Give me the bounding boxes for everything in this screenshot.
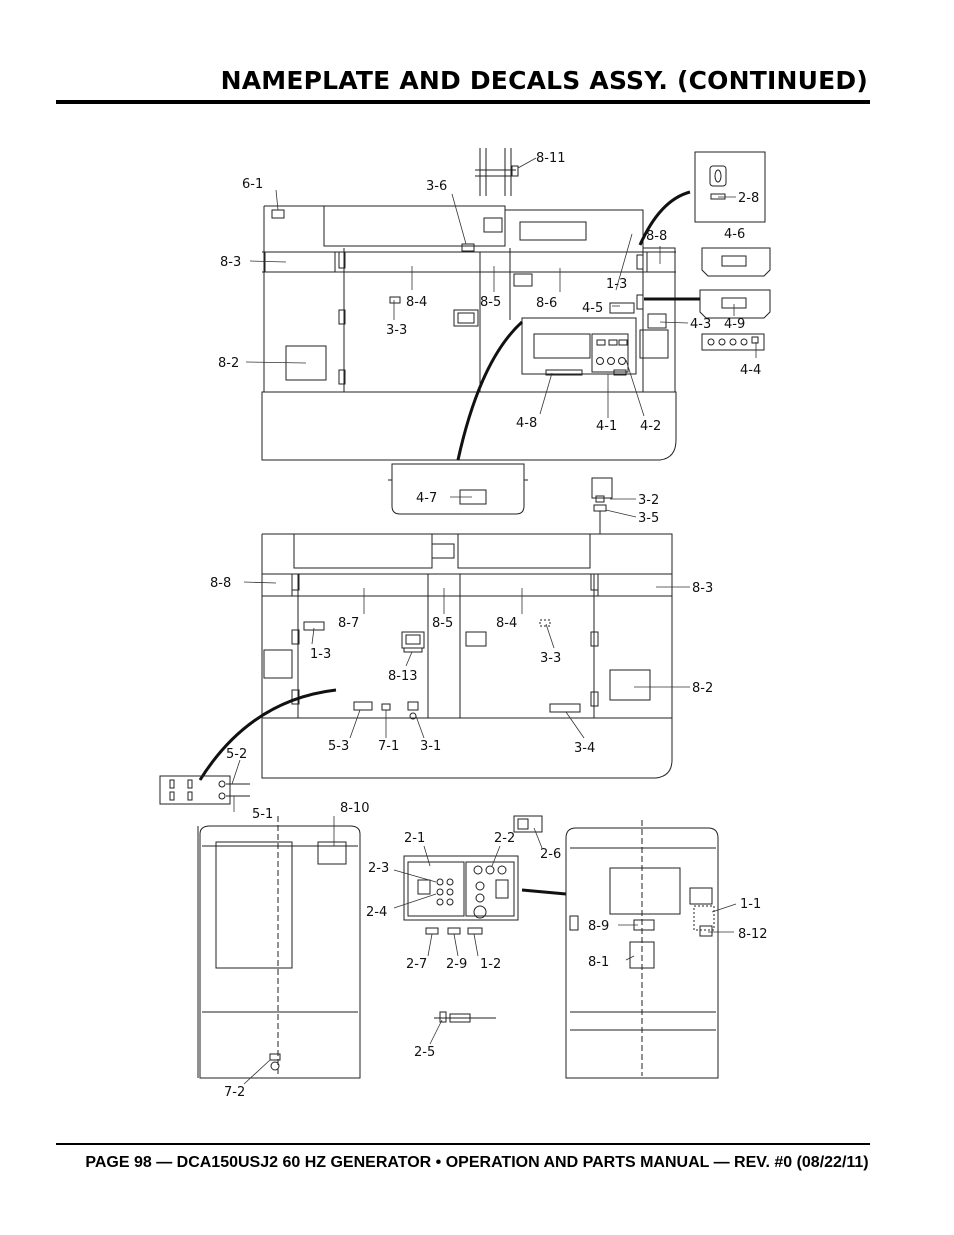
callout-labels-view-2: 8-8 8-7 8-5 8-4 8-3 1-3 3-3 8-13 8-2 5-3… <box>210 576 713 822</box>
callout-8-5: 8-5 <box>480 295 501 310</box>
callout-6-1: 6-1 <box>242 177 263 192</box>
callout-8-8: 8-8 <box>210 576 231 591</box>
header-rule <box>56 100 870 104</box>
callout-2-3: 2-3 <box>368 861 389 876</box>
page-title: NAMEPLATE AND DECALS ASSY. (CONTINUED) <box>220 66 868 95</box>
page-footer: PAGE 98 — DCA150USJ2 60 HZ GENERATOR • O… <box>85 1154 869 1171</box>
callout-8-2: 8-2 <box>218 356 239 371</box>
callout-8-6: 8-6 <box>536 296 557 311</box>
callout-1-3: 1-3 <box>310 647 331 662</box>
footer-rule <box>56 1143 870 1145</box>
callout-8-7: 8-7 <box>338 616 359 631</box>
callout-8-5: 8-5 <box>432 616 453 631</box>
view-2-generator-side <box>198 533 673 781</box>
callout-4-3: 4-3 <box>690 317 711 332</box>
callout-leaders <box>231 157 757 1085</box>
callout-8-4: 8-4 <box>496 616 517 631</box>
callout-4-2: 4-2 <box>640 419 661 434</box>
callout-2-9: 2-9 <box>446 957 467 972</box>
view-1-generator-side <box>261 148 771 461</box>
callout-8-3: 8-3 <box>692 581 713 596</box>
callout-5-1: 5-1 <box>252 807 273 822</box>
callout-4-7: 4-7 <box>416 491 437 506</box>
callout-3-1: 3-1 <box>420 739 441 754</box>
callout-8-2: 8-2 <box>692 681 713 696</box>
callout-3-2: 3-2 <box>638 493 659 508</box>
callout-7-1: 7-1 <box>378 739 399 754</box>
view-1-exhaust-cap <box>591 477 613 534</box>
callout-2-1: 2-1 <box>404 831 425 846</box>
callout-4-1: 4-1 <box>596 419 617 434</box>
callout-8-12: 8-12 <box>738 927 768 942</box>
callout-5-3: 5-3 <box>328 739 349 754</box>
callout-1-3: 1-3 <box>606 277 627 292</box>
view-2-bracket-5 <box>159 775 250 805</box>
callout-4-4: 4-4 <box>740 363 761 378</box>
callout-8-8: 8-8 <box>646 229 667 244</box>
callout-2-5: 2-5 <box>414 1045 435 1060</box>
callout-labels-view-1: 6-1 3-6 8-11 2-8 8-3 8-4 8-5 8-6 1-3 8-8… <box>218 151 761 526</box>
callout-3-4: 3-4 <box>574 741 595 756</box>
callout-8-9: 8-9 <box>588 919 609 934</box>
callout-8-10: 8-10 <box>340 801 370 816</box>
callout-8-3: 8-3 <box>220 255 241 270</box>
callout-8-1: 8-1 <box>588 955 609 970</box>
callout-2-8: 2-8 <box>738 191 759 206</box>
callout-2-4: 2-4 <box>366 905 387 920</box>
callout-1-2: 1-2 <box>480 957 501 972</box>
callout-1-1: 1-1 <box>740 897 761 912</box>
callout-3-3: 3-3 <box>386 323 407 338</box>
callout-7-2: 7-2 <box>224 1085 245 1100</box>
callout-8-11: 8-11 <box>536 151 566 166</box>
callout-4-9: 4-9 <box>724 317 745 332</box>
callout-8-13: 8-13 <box>388 669 418 684</box>
view-1-cover-4-7 <box>388 463 528 515</box>
view-3-control-panel <box>403 815 567 1023</box>
callout-2-7: 2-7 <box>406 957 427 972</box>
callout-3-5: 3-5 <box>638 511 659 526</box>
callout-2-2: 2-2 <box>494 831 515 846</box>
callout-labels-view-3: 8-10 2-1 2-2 2-3 2-6 2-4 1-1 8-9 8-12 2-… <box>224 801 768 1100</box>
callout-5-2: 5-2 <box>226 747 247 762</box>
callout-3-6: 3-6 <box>426 179 447 194</box>
callout-8-4: 8-4 <box>406 295 427 310</box>
callout-3-3: 3-3 <box>540 651 561 666</box>
view-3-rear-panel <box>565 820 719 1079</box>
callout-4-6: 4-6 <box>724 227 745 242</box>
callout-4-5: 4-5 <box>582 301 603 316</box>
callout-2-6: 2-6 <box>540 847 561 862</box>
view-3-front-panel <box>197 816 361 1079</box>
callout-4-8: 4-8 <box>516 416 537 431</box>
